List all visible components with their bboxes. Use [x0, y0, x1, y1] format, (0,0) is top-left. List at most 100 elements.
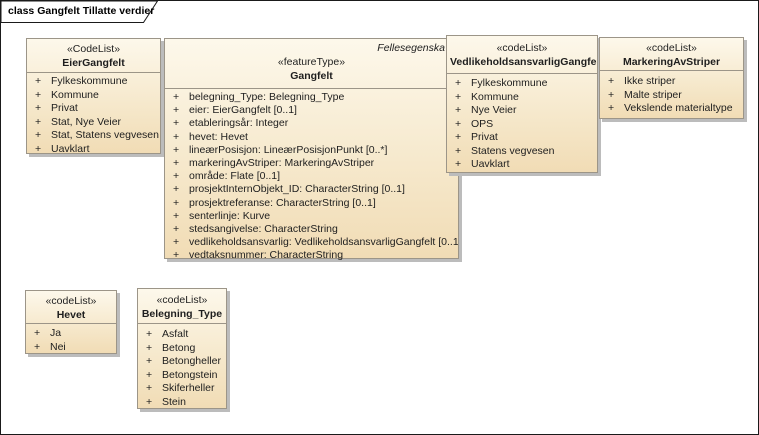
- attribute-list: +Ikke striper +Malte striper +Vekslende …: [600, 71, 743, 116]
- attribute-row: +Stein: [138, 396, 226, 410]
- attribute-text: Malte striper: [624, 88, 682, 101]
- attribute-row: + lineærPosisjon: LineærPosisjonPunkt [0.…: [165, 144, 458, 157]
- attribute-text: Betong: [162, 341, 196, 354]
- class-name: Hevet: [56, 308, 86, 321]
- class-header: «codeList» Hevet: [26, 291, 116, 324]
- attribute-text: Privat: [51, 102, 78, 114]
- class-header: «codeList» VedlikeholdsansvarligGangfe: [447, 36, 597, 74]
- attribute-text: lineærPosisjon: LineærPosisjonPunkt [0..…: [189, 143, 388, 156]
- attribute-row: +Ja: [26, 327, 116, 341]
- class-box-vedlikeholdsansvarliggangfelt[interactable]: «codeList» VedlikeholdsansvarligGangfe +…: [446, 35, 598, 173]
- attribute-text: prosjektreferanse: CharacterString [0..1…: [189, 196, 376, 209]
- attribute-text: markeringAvStriper: MarkeringAvStriper: [189, 157, 375, 170]
- attribute-row: + Uavklart: [27, 143, 160, 157]
- attribute-row: +etableringsår: Integer: [165, 117, 458, 130]
- visibility-plus: +: [173, 104, 180, 117]
- class-name: VedlikeholdsansvarligGangfe: [450, 55, 597, 68]
- visibility-plus: +: [35, 129, 42, 141]
- attribute-row: + Asfalt: [138, 328, 226, 342]
- attribute-row: + markeringAvStriper: MarkeringAvStriper: [165, 157, 458, 170]
- visibility-plus: +: [146, 395, 153, 408]
- attribute-row: +vedlikeholdsansvarlig: Vedlikeholdsansv…: [165, 236, 458, 249]
- diagram-frame-tab: class Gangfelt Tillatte verdier: [1, 1, 163, 25]
- attribute-text: Betongstein: [162, 368, 218, 381]
- visibility-plus: +: [35, 115, 42, 128]
- stereotype-label: «codeList»: [496, 42, 548, 54]
- class-box-markeringavstriper[interactable]: «codeList» MarkeringAvStriper + Ikke stri…: [599, 37, 744, 119]
- attribute-row: +Nei: [26, 341, 116, 355]
- attribute-list: +Fylkeskommune +Kommune +Privat +Stat, N…: [27, 73, 160, 156]
- attribute-text: Nei: [50, 340, 66, 353]
- attribute-row: + Betong: [138, 342, 226, 356]
- visibility-plus: +: [173, 130, 180, 143]
- attribute-text: Ikke striper: [624, 75, 676, 87]
- visibility-plus: +: [455, 144, 462, 157]
- attribute-row: + Nye Veier: [447, 104, 597, 118]
- visibility-plus: +: [455, 77, 462, 89]
- attribute-row: +belegning_Type: Belegning_Type: [165, 91, 458, 104]
- attribute-row: + Statens vegvesen: [447, 145, 597, 159]
- attribute-text: Kommune: [51, 88, 99, 101]
- frame-tab-shape: [1, 1, 159, 23]
- attribute-text: Nye Veier: [471, 104, 517, 116]
- class-box-hevet[interactable]: «codeList» Hevet +Ja +Nei: [25, 290, 117, 354]
- visibility-plus: +: [173, 170, 180, 183]
- attribute-row: +vedtaksnummer: CharacterString: [165, 249, 458, 262]
- visibility-plus: +: [608, 75, 615, 87]
- class-header: «codeList» Belegning_Type: [138, 289, 226, 324]
- class-name: EierGangfelt: [62, 56, 125, 69]
- stereotype-label: «codeList»: [45, 295, 97, 307]
- diagram-title: class Gangfelt Tillatte verdier: [8, 5, 155, 17]
- visibility-plus: +: [35, 142, 42, 155]
- attribute-text: senterlinje: Kurve: [189, 209, 271, 222]
- attribute-row: + OPS: [447, 118, 597, 132]
- visibility-plus: +: [608, 102, 615, 114]
- attribute-text: område: Flate [0..1]: [189, 170, 281, 183]
- visibility-plus: +: [146, 341, 153, 354]
- class-header: «codeList» MarkeringAvStriper: [600, 38, 743, 71]
- visibility-plus: +: [173, 196, 180, 209]
- visibility-plus: +: [173, 209, 180, 222]
- stereotype-label: «featureType»: [277, 56, 346, 68]
- attribute-row: + Betongheller: [138, 355, 226, 369]
- class-header: «CodeList» EierGangfelt: [27, 39, 160, 73]
- attribute-row: +prosjektInternObjekt_ID: CharacterStrin…: [165, 183, 458, 196]
- visibility-plus: +: [173, 157, 180, 170]
- class-header: Fellesegenska «featureType» Gangfelt: [165, 39, 458, 89]
- attribute-text: OPS: [471, 117, 494, 130]
- attribute-text: Statens vegvesen: [471, 144, 555, 157]
- attribute-text: Fylkeskommune: [471, 77, 548, 89]
- attribute-text: belegning_Type: Belegning_Type: [189, 91, 345, 103]
- attribute-row: +Fylkeskommune: [27, 75, 160, 89]
- attribute-text: hevet: Hevet: [189, 130, 248, 143]
- attribute-text: etableringsår: Integer: [189, 117, 289, 130]
- stereotype-label: «CodeList»: [66, 43, 121, 55]
- attribute-text: prosjektInternObjekt_ID: CharacterString…: [189, 183, 405, 196]
- visibility-plus: +: [173, 143, 180, 156]
- visibility-plus: +: [455, 117, 462, 130]
- visibility-plus: +: [455, 104, 462, 116]
- class-box-belegning-type[interactable]: «codeList» Belegning_Type +Asfalt +Beton…: [137, 288, 227, 409]
- attribute-text: Ja: [50, 327, 62, 339]
- attribute-text: Asfalt: [162, 328, 189, 340]
- attribute-text: Uavklart: [51, 142, 90, 155]
- attribute-row: + Malte striper: [600, 89, 743, 103]
- visibility-plus: +: [608, 88, 615, 101]
- attribute-text: stedsangivelse: CharacterString: [189, 223, 338, 236]
- visibility-plus: +: [146, 328, 153, 340]
- class-box-eiergangfelt[interactable]: «CodeList» EierGangfelt +Fylkeskommune +…: [26, 38, 161, 156]
- visibility-plus: +: [146, 355, 153, 367]
- attribute-list: +Asfalt +Betong +Betongheller +Betongste…: [138, 324, 226, 409]
- attribute-row: + Fylkeskommune: [447, 77, 597, 91]
- class-box-gangfelt[interactable]: Fellesegenska «featureType» Gangfelt +be…: [164, 38, 459, 262]
- attribute-row: +Betongstein: [138, 369, 226, 383]
- attribute-row: +Uavklart: [447, 158, 597, 172]
- attribute-text: Betongheller: [162, 355, 221, 367]
- package-label: Fellesegenska: [377, 42, 445, 54]
- attribute-row: + senterlinje: Kurve: [165, 210, 458, 223]
- visibility-plus: +: [173, 236, 180, 249]
- attribute-row: + område: Flate [0..1]: [165, 170, 458, 183]
- visibility-plus: +: [35, 75, 42, 87]
- attribute-row: +eier: EierGangfelt [0..1]: [165, 104, 458, 117]
